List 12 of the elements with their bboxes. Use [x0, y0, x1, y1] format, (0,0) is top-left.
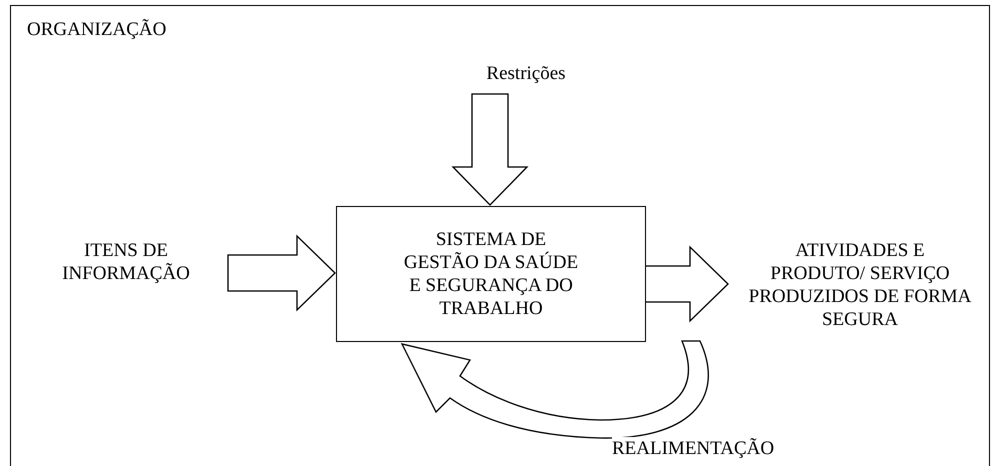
node-label: ATIVIDADES E PRODUTO/ SERVIÇO PRODUZIDOS DE FORMA SEGURA [729, 231, 991, 339]
block-arrow [644, 245, 729, 323]
block-arrow [451, 93, 529, 206]
box-text: SISTEMA DE GESTÃO DA SAÚDE E SEGURANÇA DO TRABALHO [402, 228, 580, 320]
frame-title: ORGANIZAÇÃO [27, 18, 166, 41]
process-box [336, 206, 646, 342]
node-label: Restrições [471, 59, 581, 87]
organization-frame [10, 5, 990, 466]
block-arrow [401, 340, 709, 439]
edge-label: REALIMENTAÇÃO [612, 437, 774, 460]
node-label: ITENS DE INFORMAÇÃO [23, 234, 229, 290]
block-arrow [227, 234, 336, 312]
